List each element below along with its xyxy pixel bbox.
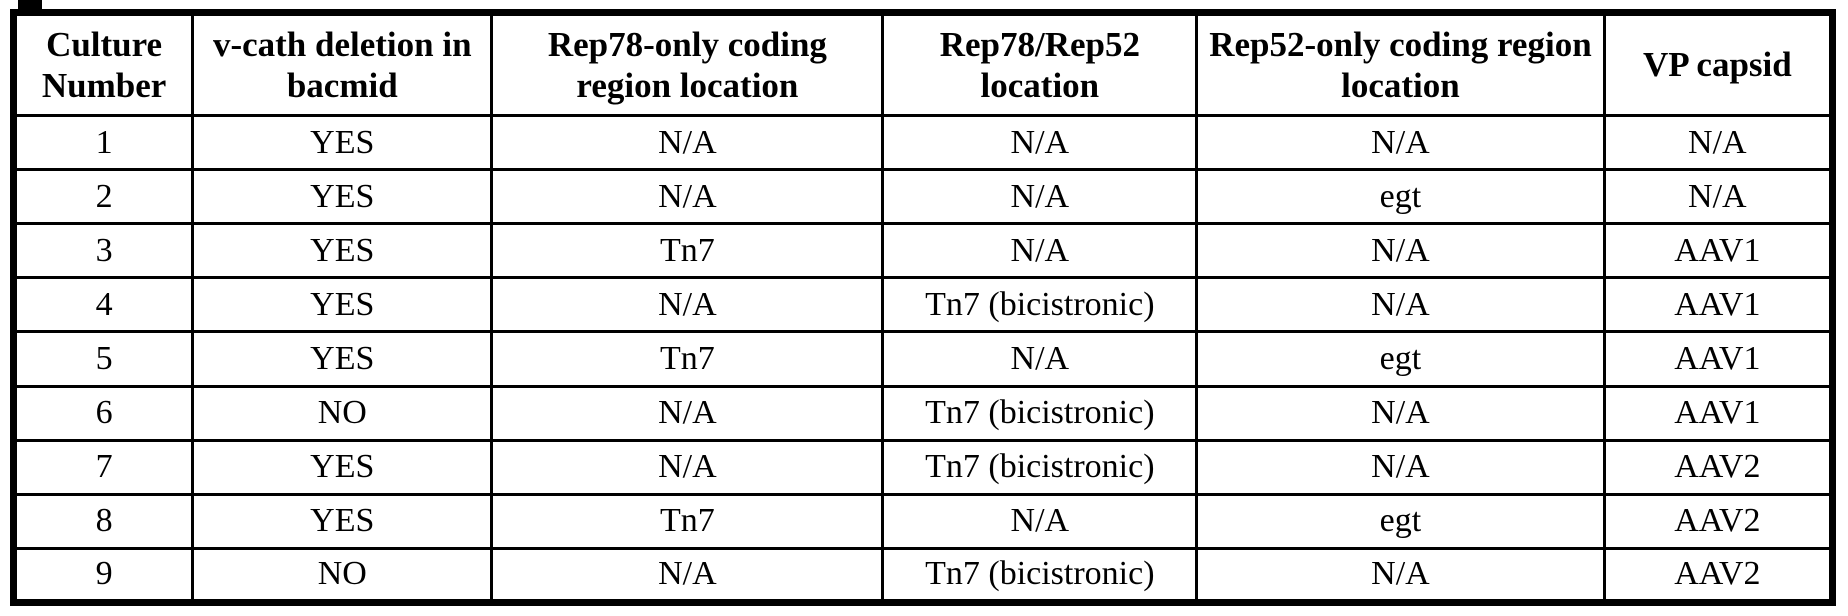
cell-vp-capsid: N/A [1602,168,1835,226]
cell-rep78-only-location: N/A [490,168,885,226]
cell-rep78-only-location: N/A [490,438,885,496]
cell-rep52-only-location: N/A [1195,546,1606,605]
column-header-culture-number: Culture Number [11,11,195,117]
cell-vp-capsid: AAV2 [1602,492,1835,550]
cell-vcath-deletion: YES [191,168,494,226]
table-row: 1 YES N/A N/A N/A N/A [11,113,1835,172]
cell-culture-number: 4 [11,276,195,334]
cell-vp-capsid: N/A [1602,113,1835,172]
cell-vcath-deletion: YES [191,492,494,550]
cell-rep78-rep52-location: N/A [881,222,1199,280]
table-row: 2 YES N/A N/A egt N/A [11,168,1835,226]
cell-culture-number: 9 [11,546,195,605]
cell-vcath-deletion: YES [191,438,494,496]
cell-vcath-deletion: YES [191,330,494,388]
cell-vp-capsid: AAV2 [1602,546,1835,605]
scan-artifact [18,0,42,9]
column-header-rep78-only-location: Rep78-only coding region location [490,11,885,117]
cell-vp-capsid: AAV1 [1602,222,1835,280]
column-header-rep78-rep52-location: Rep78/Rep52 location [881,11,1199,117]
cell-rep78-only-location: N/A [490,384,885,442]
cell-rep78-rep52-location: N/A [881,330,1199,388]
table-row: 7 YES N/A Tn7 (bicistronic) N/A AAV2 [11,438,1835,496]
cell-rep78-rep52-location: Tn7 (bicistronic) [881,384,1199,442]
table-row: 5 YES Tn7 N/A egt AAV1 [11,330,1835,388]
table-row: 8 YES Tn7 N/A egt AAV2 [11,492,1835,550]
cell-rep78-rep52-location: Tn7 (bicistronic) [881,546,1199,605]
cell-rep78-only-location: Tn7 [490,492,885,550]
cell-rep78-rep52-location: Tn7 (bicistronic) [881,438,1199,496]
cell-rep78-rep52-location: N/A [881,168,1199,226]
cell-rep78-rep52-location: Tn7 (bicistronic) [881,276,1199,334]
cell-vcath-deletion: NO [191,546,494,605]
table-row: 3 YES Tn7 N/A N/A AAV1 [11,222,1835,280]
cell-rep78-only-location: N/A [490,546,885,605]
cell-rep52-only-location: egt [1195,492,1606,550]
table-row: 4 YES N/A Tn7 (bicistronic) N/A AAV1 [11,276,1835,334]
cell-culture-number: 8 [11,492,195,550]
cell-rep52-only-location: egt [1195,330,1606,388]
cell-rep78-only-location: N/A [490,276,885,334]
cell-vcath-deletion: YES [191,113,494,172]
cell-culture-number: 5 [11,330,195,388]
cell-culture-number: 2 [11,168,195,226]
cell-vp-capsid: AAV2 [1602,438,1835,496]
cell-rep78-rep52-location: N/A [881,492,1199,550]
column-header-vp-capsid: VP capsid [1602,11,1835,117]
header-row: Culture Number v-cath deletion in bacmid… [11,11,1835,117]
cell-rep78-rep52-location: N/A [881,113,1199,172]
column-header-rep52-only-location: Rep52-only coding region location [1195,11,1606,117]
cell-vp-capsid: AAV1 [1602,330,1835,388]
cell-vcath-deletion: YES [191,222,494,280]
table-row: 9 NO N/A Tn7 (bicistronic) N/A AAV2 [11,546,1835,605]
cell-culture-number: 1 [11,113,195,172]
cell-rep78-only-location: Tn7 [490,330,885,388]
cell-rep52-only-location: N/A [1195,384,1606,442]
cell-vp-capsid: AAV1 [1602,384,1835,442]
cell-culture-number: 6 [11,384,195,442]
cell-rep52-only-location: N/A [1195,222,1606,280]
table-body: 1 YES N/A N/A N/A N/A 2 YES N/A N/A egt … [11,113,1835,605]
cell-vcath-deletion: YES [191,276,494,334]
cell-vp-capsid: AAV1 [1602,276,1835,334]
cell-culture-number: 3 [11,222,195,280]
cell-rep52-only-location: N/A [1195,276,1606,334]
cell-vcath-deletion: NO [191,384,494,442]
cell-rep52-only-location: N/A [1195,438,1606,496]
cell-culture-number: 7 [11,438,195,496]
cell-rep78-only-location: N/A [490,113,885,172]
cell-rep52-only-location: egt [1195,168,1606,226]
table-header: Culture Number v-cath deletion in bacmid… [11,11,1835,117]
column-header-vcath-deletion: v-cath deletion in bacmid [191,11,494,117]
culture-table: Culture Number v-cath deletion in bacmid… [10,9,1836,606]
table-row: 6 NO N/A Tn7 (bicistronic) N/A AAV1 [11,384,1835,442]
cell-rep78-only-location: Tn7 [490,222,885,280]
cell-rep52-only-location: N/A [1195,113,1606,172]
